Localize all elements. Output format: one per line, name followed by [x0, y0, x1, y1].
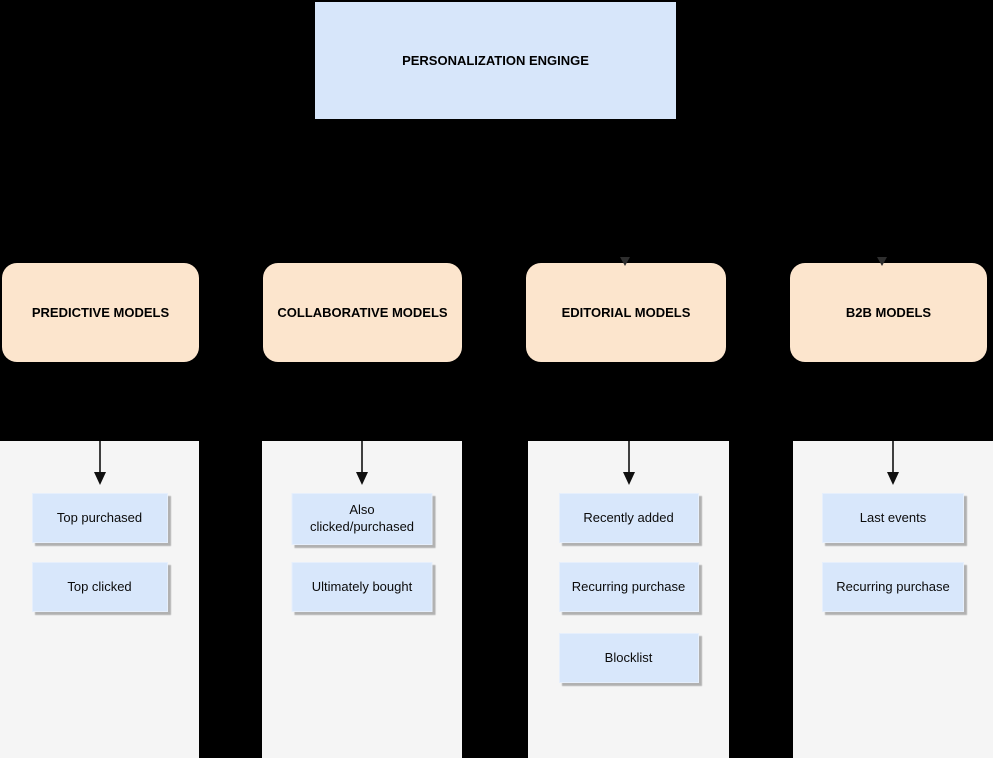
child-node-label: Top clicked — [67, 578, 132, 594]
category-node-predictive: PREDICTIVE MODELS — [2, 263, 199, 362]
child-node-label: Top purchased — [56, 509, 143, 525]
root-node-label: PERSONALIZATION ENGINGE — [402, 53, 589, 68]
group-panel-collaborative: Also clicked/purchased Ultimately bought — [262, 441, 462, 758]
arrowhead-tip-icon — [620, 257, 630, 266]
child-node-label: Recurring purchase — [571, 578, 686, 594]
category-label-collaborative: COLLABORATIVE MODELS — [277, 305, 448, 320]
category-node-b2b: B2B MODELS — [790, 263, 987, 362]
child-node: Top clicked — [31, 562, 168, 612]
child-node: Ultimately bought — [291, 562, 433, 612]
down-arrow-icon — [887, 441, 899, 485]
group-panel-predictive: Top purchased Top clicked — [0, 441, 199, 758]
child-node-label: Also clicked/purchased — [309, 502, 415, 534]
child-node: Blocklist — [558, 633, 699, 683]
child-node: Recurring purchase — [822, 562, 964, 612]
child-node: Last events — [822, 493, 964, 543]
category-node-editorial: EDITORIAL MODELS — [526, 263, 726, 362]
arrowhead-tip-icon — [877, 257, 887, 266]
child-node: Top purchased — [31, 493, 168, 543]
down-arrow-icon — [356, 441, 368, 485]
child-node-label: Last events — [859, 509, 927, 525]
child-node: Also clicked/purchased — [291, 493, 433, 545]
group-panel-b2b: Last events Recurring purchase — [793, 441, 993, 758]
child-node: Recently added — [558, 493, 699, 543]
child-node-label: Blocklist — [604, 649, 653, 665]
child-node-label: Recurring purchase — [836, 578, 950, 594]
down-arrow-icon — [622, 441, 635, 485]
category-node-collaborative: COLLABORATIVE MODELS — [263, 263, 462, 362]
category-label-b2b: B2B MODELS — [845, 305, 932, 320]
child-node-label: Recently added — [583, 509, 674, 525]
category-label-predictive: PREDICTIVE MODELS — [31, 305, 170, 320]
root-node-personalization-engine: PERSONALIZATION ENGINGE — [315, 2, 676, 119]
child-node-label: Ultimately bought — [311, 578, 413, 594]
group-panel-editorial: Recently added Recurring purchase Blockl… — [528, 441, 729, 758]
down-arrow-icon — [93, 441, 106, 485]
category-label-editorial: EDITORIAL MODELS — [561, 305, 691, 320]
child-node: Recurring purchase — [558, 562, 699, 612]
